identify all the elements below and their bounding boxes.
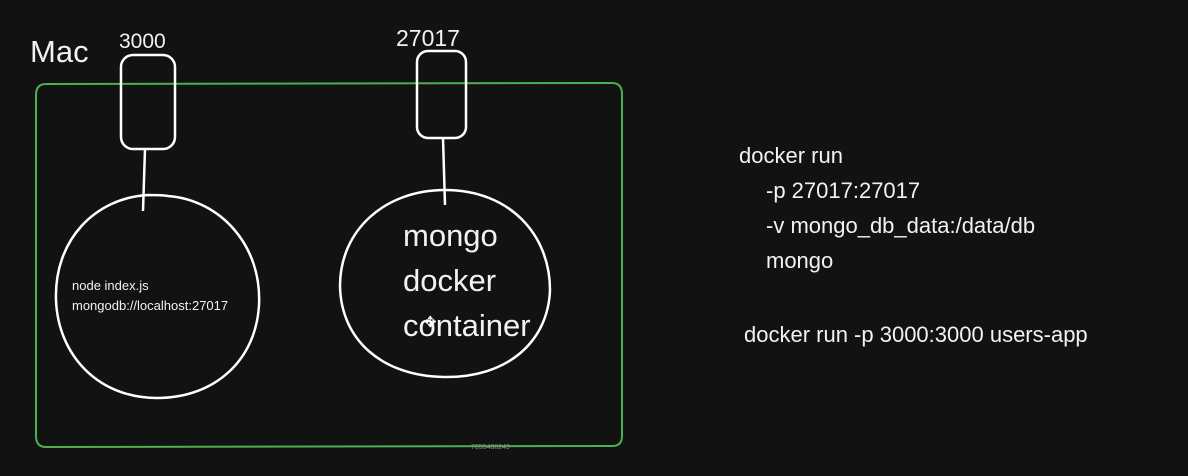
app-run-command: docker run -p 3000:3000 users-app xyxy=(744,322,1088,347)
node-command-line: node index.js xyxy=(72,278,149,293)
cmd-line-image: mongo xyxy=(766,248,834,273)
app-port-label: 3000 xyxy=(119,30,166,53)
port-27017-box xyxy=(415,49,468,140)
port-3000-box xyxy=(119,53,177,151)
mongo-line-1: mongo xyxy=(403,218,498,253)
mongo-line-3: container xyxy=(403,308,531,343)
cmd-line-volume-flag: -v mongo_db_data:/data/db xyxy=(766,213,1036,238)
mac-host-boundary xyxy=(35,81,623,449)
node-process-text: node index.js mongodb://localhost:27017 xyxy=(72,276,228,316)
host-label: Mac xyxy=(30,34,89,69)
port-3000-connector xyxy=(141,148,147,212)
mongo-port-label: 27017 xyxy=(396,25,460,51)
mongo-container-circle xyxy=(338,188,552,379)
node-connection-string: mongodb://localhost:27017 xyxy=(72,298,229,313)
port-27017-connector xyxy=(441,137,447,206)
node-app-circle xyxy=(54,193,261,400)
cmd-line-docker-run: docker run xyxy=(739,143,843,168)
move-cursor-icon: ✥ xyxy=(424,314,437,331)
mongo-line-2: docker xyxy=(403,263,497,298)
mongo-container-text: mongo docker container xyxy=(403,213,531,348)
cmd-line-port-flag: -p 27017:27017 xyxy=(766,178,921,203)
mongo-run-command: docker run -p 27017:27017 -v mongo_db_da… xyxy=(739,138,1035,278)
watermark: 7055438249 xyxy=(471,444,510,451)
